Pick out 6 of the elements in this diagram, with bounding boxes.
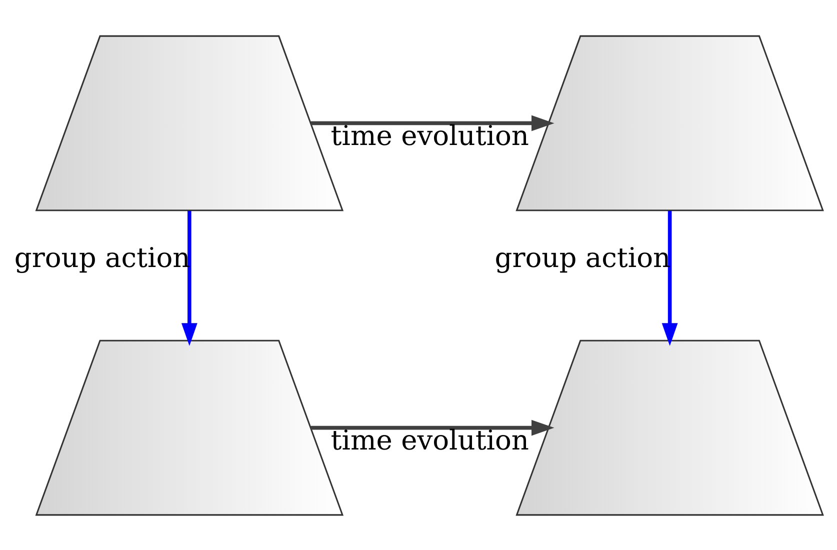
edge-label: time evolution xyxy=(330,425,528,456)
arrow xyxy=(310,114,554,131)
arrow xyxy=(661,210,678,346)
arrow xyxy=(180,210,197,346)
arrow xyxy=(310,419,554,436)
edge-label: time evolution xyxy=(330,120,528,152)
